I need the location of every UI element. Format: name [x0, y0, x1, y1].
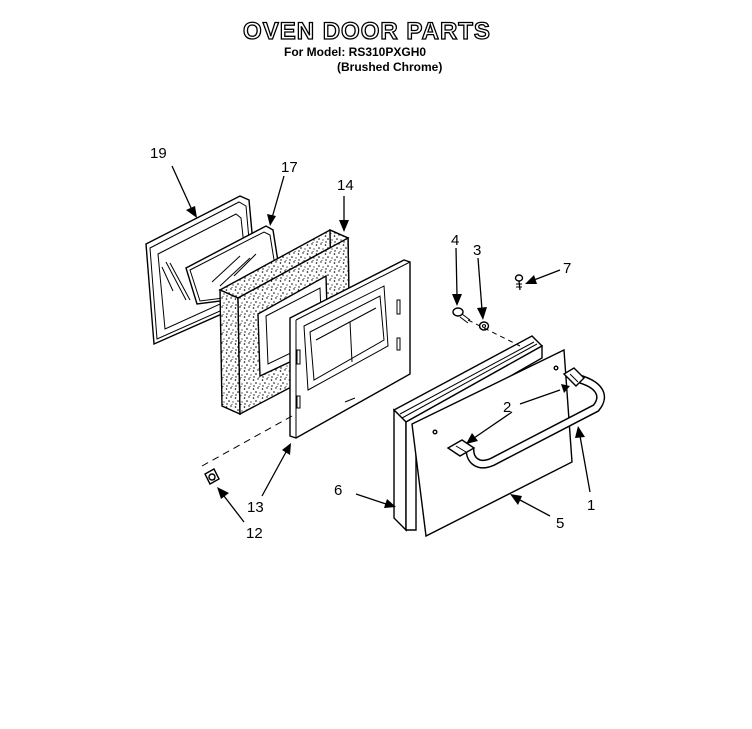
callout-7: 7	[563, 260, 571, 277]
outer-door-frame	[392, 335, 544, 532]
fastener-axis	[467, 319, 521, 347]
callout-12: 12	[246, 525, 263, 542]
door-handle	[465, 373, 605, 469]
finish-label: (Brushed Chrome)	[337, 60, 443, 74]
callout-5: 5	[556, 515, 564, 532]
page-title: OVEN DOOR PARTS	[242, 17, 491, 45]
callout-13: 13	[247, 499, 264, 516]
callout-6: 6	[334, 482, 342, 499]
callout-3: 3	[473, 242, 481, 259]
callout-17: 17	[281, 159, 298, 176]
door-liner-panel	[289, 259, 411, 439]
screw-4	[452, 307, 471, 324]
outer-door-panel	[411, 348, 573, 538]
alignment-line	[201, 415, 293, 467]
model-number: For Model: RS310PXGH0	[284, 45, 427, 59]
callout-4: 4	[451, 232, 459, 249]
screw-7	[514, 274, 524, 291]
callout-1: 1	[587, 497, 595, 514]
screw-12	[204, 468, 220, 485]
handle-cap-upper	[562, 367, 585, 387]
callout-19: 19	[150, 145, 167, 162]
callout-2: 2	[503, 399, 511, 416]
leader-lines	[171, 165, 591, 523]
callout-14: 14	[337, 177, 354, 194]
handle-cap-lower	[446, 439, 476, 457]
washer-3	[478, 321, 490, 331]
